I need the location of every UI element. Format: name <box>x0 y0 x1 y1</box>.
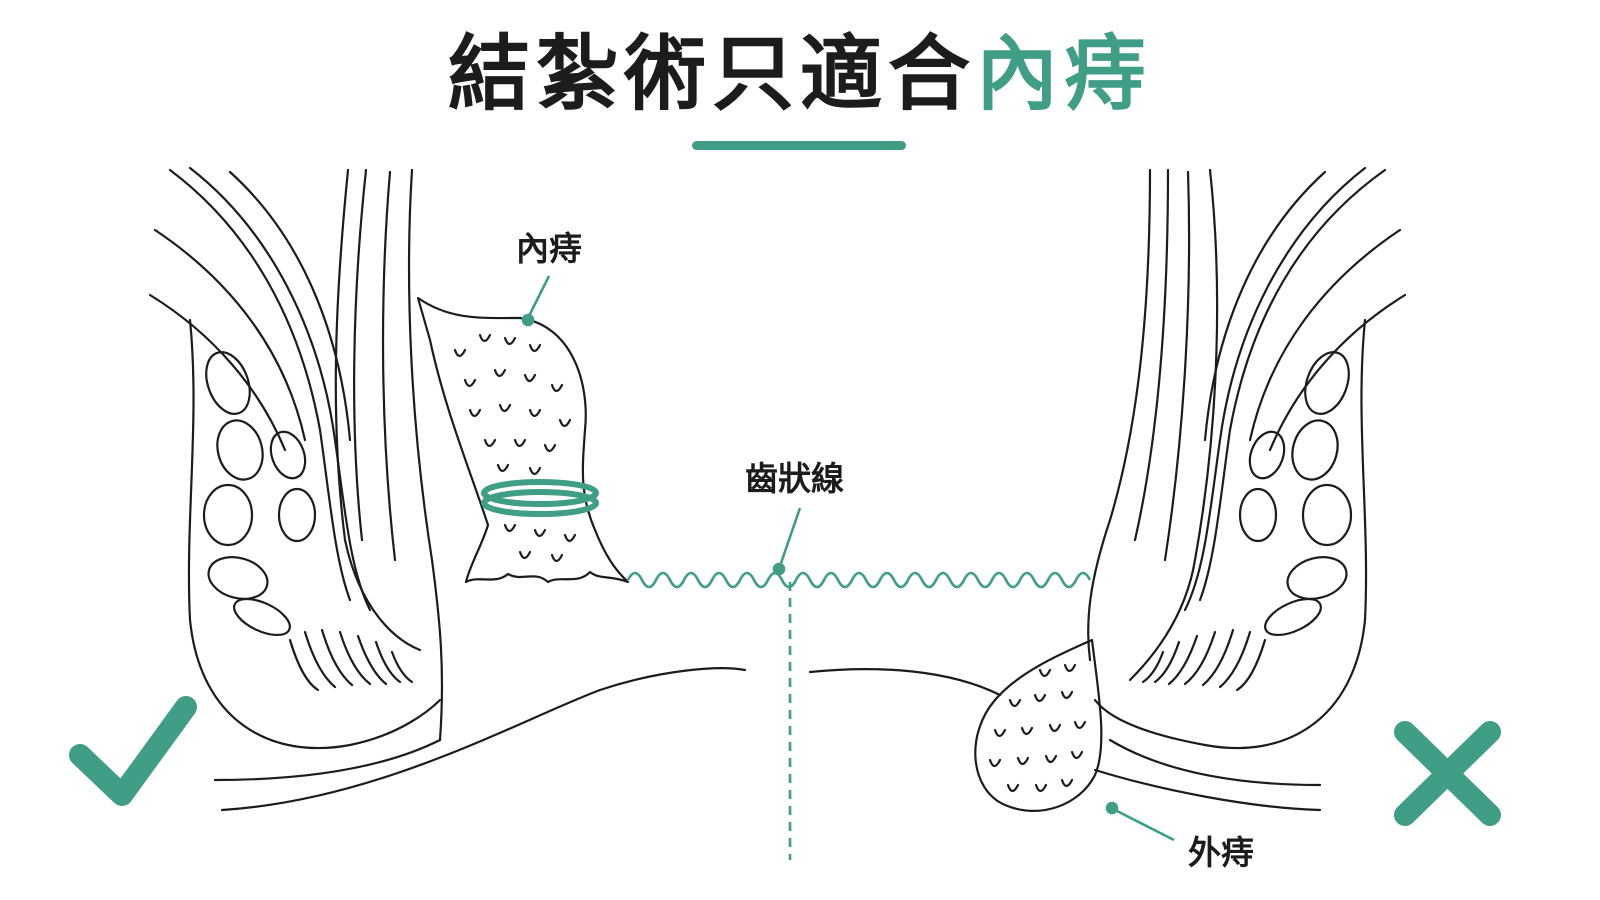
left-anal-canal-anatomy <box>148 166 747 812</box>
page-title: 結紮術只適合內痔 <box>0 27 1600 122</box>
external-hemorrhoid-illustration <box>974 638 1103 812</box>
label-external-hemorrhoid: 外痔 <box>1188 833 1254 872</box>
leader-lines <box>521 275 1175 842</box>
label-internal-hemorrhoid: 內痔 <box>516 229 582 268</box>
internal-hemorrhoid-illustration <box>416 296 630 584</box>
dentate-line <box>626 571 1092 589</box>
right-anal-canal-anatomy <box>808 166 1407 812</box>
title-prefix: 結紮術只適合 <box>447 27 976 122</box>
check-icon <box>69 696 197 806</box>
label-dentate-line: 齒狀線 <box>745 459 844 498</box>
title-highlight: 內痔 <box>976 27 1153 122</box>
ligation-band <box>481 479 599 517</box>
cross-icon <box>1394 721 1501 826</box>
title-underline <box>692 141 906 150</box>
